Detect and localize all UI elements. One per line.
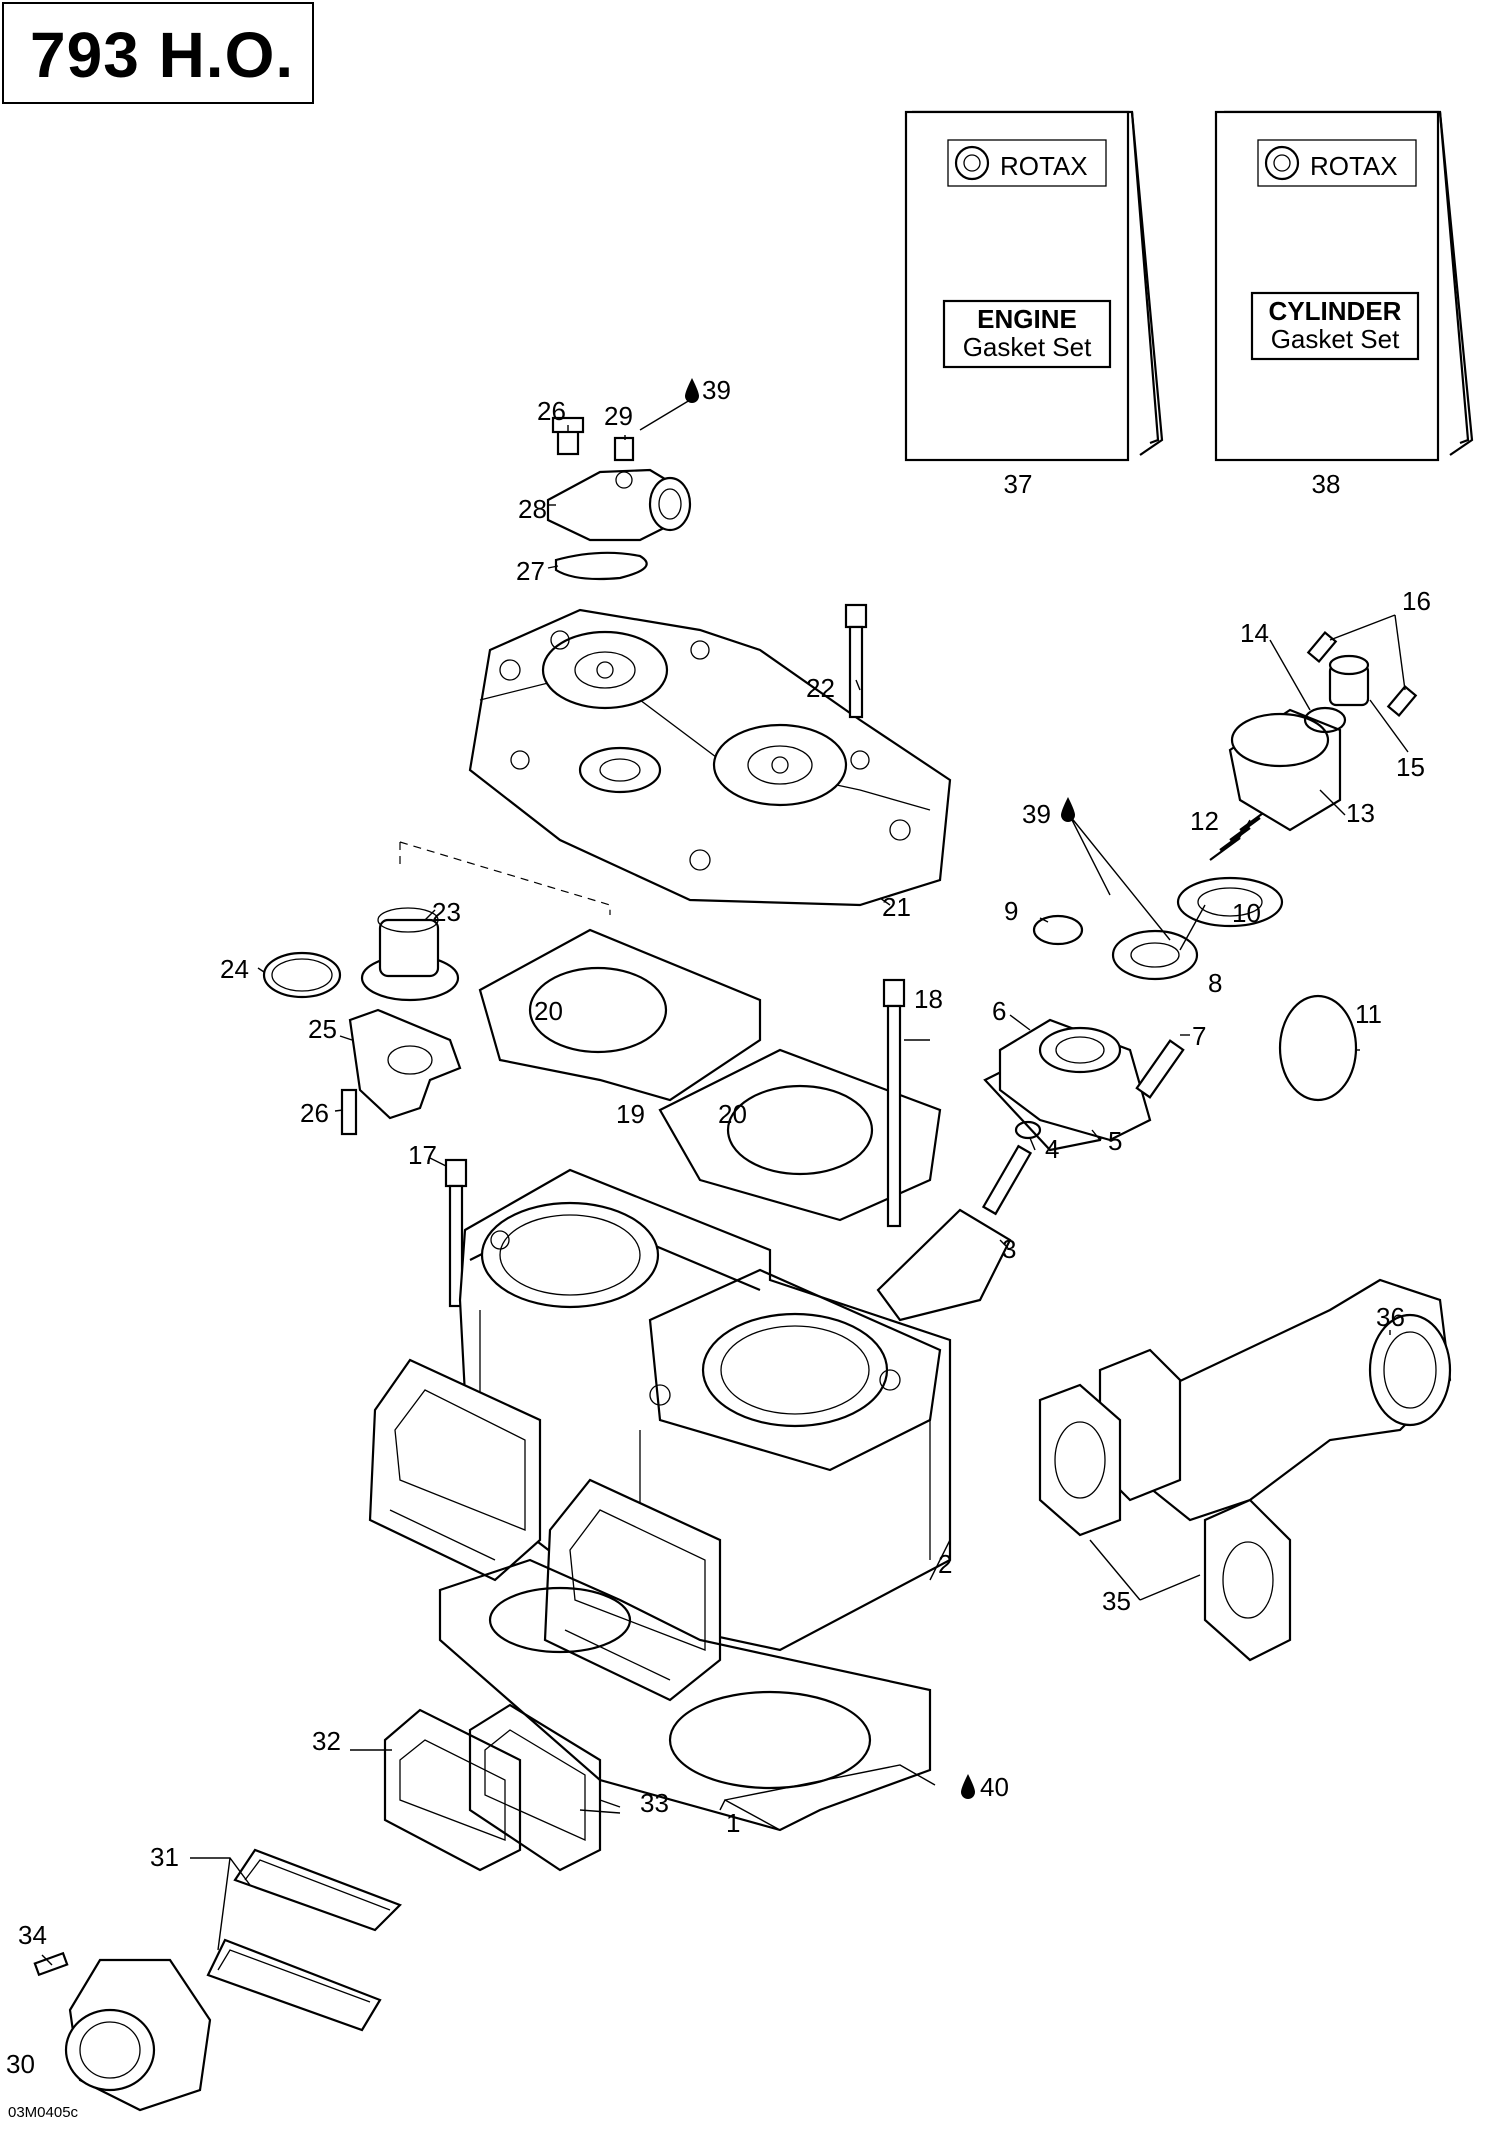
callout-28: 28 — [518, 494, 547, 524]
booklet-title: CYLINDER — [1269, 296, 1402, 326]
engine-gasket-set-booklet: ROTAX ENGINE Gasket Set 37 — [904, 110, 1164, 499]
rave-o-ring-small — [1032, 914, 1084, 946]
rave-valve-slide — [876, 1144, 1033, 1322]
rave-valve-housing — [998, 1018, 1152, 1142]
diagram-title: 793 H.O. — [30, 19, 295, 91]
head-gasket-lower — [658, 1048, 942, 1222]
thermostat — [360, 907, 460, 1002]
water-outlet-assembly — [546, 416, 692, 581]
callout-30: 30 — [6, 2049, 35, 2079]
callout-21: 21 — [882, 892, 911, 922]
callout-3: 3 — [1002, 1234, 1016, 1264]
callout-25: 25 — [308, 1014, 337, 1044]
booklet-brand: ROTAX — [1310, 151, 1398, 181]
callout-16: 16 — [1402, 586, 1431, 616]
callout-29: 29 — [604, 401, 633, 431]
rave-adjustment-knob — [1328, 654, 1370, 707]
reed-valve-housing — [368, 1358, 542, 1582]
head-bolt — [844, 603, 868, 719]
callout-26: 26 — [537, 396, 566, 426]
sealant-drop-icon — [685, 378, 699, 403]
callout-20: 20 — [534, 996, 563, 1026]
callout-6: 6 — [992, 996, 1006, 1026]
rave-ring-large — [1278, 994, 1358, 1102]
rave-cover-ring — [1303, 706, 1347, 734]
callout-19: 19 — [616, 1099, 645, 1129]
thermostat-housing — [340, 1008, 462, 1136]
cylinder-gasket-set-booklet: ROTAX CYLINDER Gasket Set 38 — [1214, 110, 1474, 499]
booklet-title: ENGINE — [977, 304, 1077, 334]
callout-4: 4 — [1045, 1134, 1059, 1164]
rave-spring — [1209, 807, 1271, 861]
rave-cover-screw — [1306, 630, 1418, 718]
exhaust-gasket — [1038, 1383, 1122, 1537]
callout-12: 12 — [1190, 806, 1219, 836]
callout-31: 31 — [150, 1842, 179, 1872]
rave-bellows — [1176, 876, 1284, 928]
callout-38: 38 — [1312, 469, 1341, 499]
callout-26: 26 — [300, 1098, 329, 1128]
sealant-drop-icon — [961, 1774, 975, 1799]
reed-valve — [233, 1848, 402, 1932]
reed-valve — [206, 1938, 382, 2032]
rave-cover — [1228, 708, 1342, 832]
callout-33: 33 — [640, 1788, 669, 1818]
rave-o-ring — [1014, 1120, 1042, 1140]
callout-10: 10 — [1232, 898, 1261, 928]
callout-34: 34 — [18, 1920, 47, 1950]
callout-7: 7 — [1192, 1021, 1206, 1051]
cylinder-stud — [882, 978, 906, 1228]
sealant-drop-icon — [1061, 797, 1075, 822]
leader-lines — [41, 399, 1409, 1966]
reed-block-gasket — [468, 1703, 602, 1872]
callout-36: 36 — [1376, 1302, 1405, 1332]
callout-2: 2 — [938, 1549, 952, 1579]
thermostat-ring — [262, 951, 342, 999]
callout-17: 17 — [408, 1140, 437, 1170]
callout-5: 5 — [1108, 1126, 1122, 1156]
callout-11: 11 — [1355, 999, 1382, 1029]
head-gasket-upper — [478, 928, 762, 1102]
rotax-gear-logo-icon — [947, 139, 1107, 187]
callout-9: 9 — [1004, 896, 1018, 926]
booklet-subtitle: Gasket Set — [963, 332, 1092, 362]
callout-labels: 26 29 39 28 27 22 21 23 24 25 26 20 19 2… — [6, 375, 1431, 2079]
exhaust-gasket — [1203, 1498, 1292, 1662]
rave-piston — [1111, 929, 1199, 981]
callout-37: 37 — [1004, 469, 1033, 499]
callout-1: 1 — [726, 1808, 740, 1838]
rubber-mount — [64, 1958, 212, 2112]
booklet-brand: ROTAX — [1000, 151, 1088, 181]
reed-valve-housing — [543, 1478, 722, 1702]
callout-39: 39 — [1022, 799, 1051, 829]
callout-40: 40 — [980, 1772, 1009, 1802]
base-gasket — [438, 1558, 932, 1832]
cylinder-head — [468, 608, 952, 907]
rave-screw — [1135, 1039, 1185, 1099]
cylinder-stud — [444, 1158, 468, 1308]
callout-23: 23 — [432, 897, 461, 927]
callout-22: 22 — [806, 673, 835, 703]
drawing-code: 03M0405c — [8, 2104, 79, 2121]
callout-14: 14 — [1240, 618, 1269, 648]
callout-39: 39 — [702, 375, 731, 405]
callout-13: 13 — [1346, 798, 1375, 828]
reed-block-gasket — [383, 1708, 522, 1872]
callout-20: 20 — [718, 1099, 747, 1129]
callout-8: 8 — [1208, 968, 1222, 998]
booklet-subtitle: Gasket Set — [1271, 324, 1400, 354]
callout-24: 24 — [220, 954, 249, 984]
callout-35: 35 — [1102, 1586, 1131, 1616]
title-box: 793 H.O. — [2, 2, 314, 104]
callout-15: 15 — [1396, 752, 1425, 782]
rotax-gear-logo-icon — [1257, 139, 1417, 187]
callout-27: 27 — [516, 556, 545, 586]
callout-18: 18 — [914, 984, 943, 1014]
callout-32: 32 — [312, 1726, 341, 1756]
